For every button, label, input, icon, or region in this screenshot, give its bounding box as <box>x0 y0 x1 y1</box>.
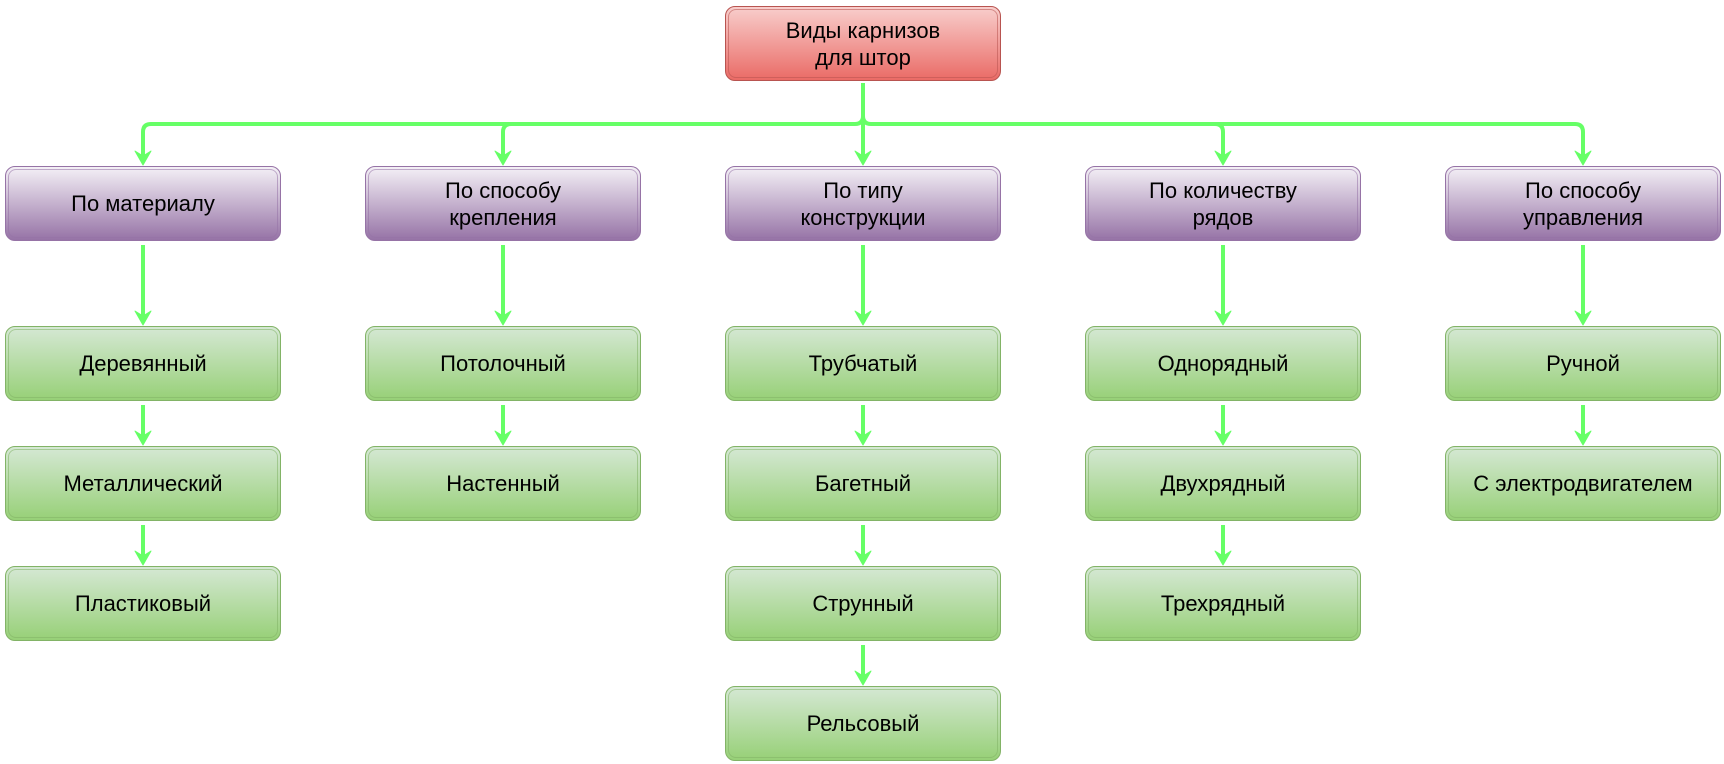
leaf-node[interactable]: Металлический <box>5 446 281 521</box>
leaf-node[interactable]: Пластиковый <box>5 566 281 641</box>
arrowhead <box>1574 430 1592 446</box>
leaf-node-label: Трубчатый <box>808 351 918 376</box>
arrowhead <box>1214 430 1232 446</box>
category-node-label: По способу крепления <box>445 177 561 230</box>
leaf-node[interactable]: Ручной <box>1445 326 1721 401</box>
arrowhead <box>1574 310 1592 326</box>
category-node[interactable]: По количеству рядов <box>1085 166 1361 241</box>
leaf-node-label: Деревянный <box>79 351 207 376</box>
leaf-node[interactable]: Потолочный <box>365 326 641 401</box>
arrowhead <box>134 310 152 326</box>
category-node-label: По типу конструкции <box>800 177 926 230</box>
category-node[interactable]: По способу крепления <box>365 166 641 241</box>
arrowhead <box>854 550 872 566</box>
connector-root-to-category <box>871 122 1225 162</box>
leaf-node[interactable]: С электродвигателем <box>1445 446 1721 521</box>
leaf-node-label: Двухрядный <box>1160 471 1286 496</box>
leaf-node-label: Настенный <box>446 471 560 496</box>
connector-junction <box>861 115 872 126</box>
connector-root-to-category <box>141 122 855 162</box>
leaf-node-label: Ручной <box>1546 351 1620 376</box>
arrowhead <box>494 430 512 446</box>
leaf-node-label: Потолочный <box>440 351 566 376</box>
connector-root-to-category <box>871 122 1585 162</box>
arrowhead <box>1574 150 1592 166</box>
category-node[interactable]: По типу конструкции <box>725 166 1001 241</box>
root-node[interactable]: Виды карнизов для штор <box>725 6 1001 81</box>
arrowhead <box>854 670 872 686</box>
arrowhead <box>1214 310 1232 326</box>
leaf-node-label: Однорядный <box>1157 351 1289 376</box>
leaf-node[interactable]: Рельсовый <box>725 686 1001 761</box>
arrowhead <box>134 550 152 566</box>
leaf-node[interactable]: Деревянный <box>5 326 281 401</box>
leaf-node-label: Струнный <box>812 591 914 616</box>
arrowhead <box>134 430 152 446</box>
category-node[interactable]: По способу управления <box>1445 166 1721 241</box>
leaf-node-label: С электродвигателем <box>1473 471 1693 496</box>
category-node-label: По способу управления <box>1523 177 1643 230</box>
leaf-node[interactable]: Багетный <box>725 446 1001 521</box>
leaf-node[interactable]: Настенный <box>365 446 641 521</box>
arrowhead <box>494 150 512 166</box>
leaf-node[interactable]: Трубчатый <box>725 326 1001 401</box>
connector-root-to-category <box>501 122 855 162</box>
leaf-node[interactable]: Однорядный <box>1085 326 1361 401</box>
category-node-label: По материалу <box>71 191 215 216</box>
arrowhead <box>134 150 152 166</box>
leaf-node[interactable]: Струнный <box>725 566 1001 641</box>
root-node-label: Виды карнизов для штор <box>785 17 941 70</box>
leaf-node-label: Пластиковый <box>74 591 212 616</box>
arrowhead <box>854 430 872 446</box>
leaf-node[interactable]: Двухрядный <box>1085 446 1361 521</box>
leaf-node-label: Трехрядный <box>1160 591 1286 616</box>
arrowhead <box>1214 550 1232 566</box>
leaf-node-label: Рельсовый <box>806 711 920 736</box>
leaf-node-label: Багетный <box>814 471 912 496</box>
arrowhead <box>494 310 512 326</box>
category-node[interactable]: По материалу <box>5 166 281 241</box>
leaf-node[interactable]: Трехрядный <box>1085 566 1361 641</box>
leaf-node-label: Металлический <box>63 471 223 496</box>
arrowhead <box>854 150 872 166</box>
arrowhead <box>854 310 872 326</box>
category-node-label: По количеству рядов <box>1149 177 1297 230</box>
arrowhead <box>1214 150 1232 166</box>
